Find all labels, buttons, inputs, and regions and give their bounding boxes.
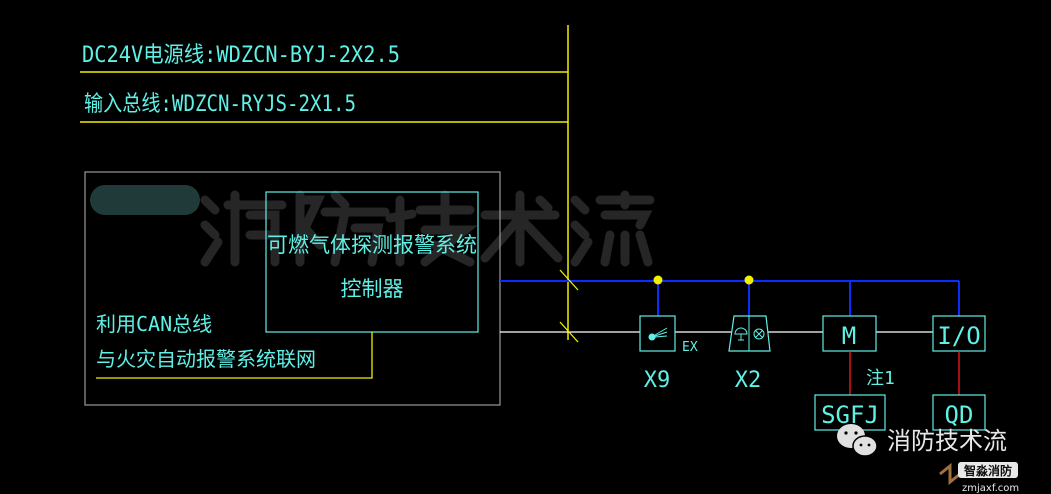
module-note: 注1 xyxy=(866,368,895,389)
module-box[interactable] xyxy=(822,315,877,352)
module-label: M xyxy=(842,322,856,350)
tap-mark xyxy=(559,269,579,291)
alarm-label: X2 xyxy=(735,368,762,393)
system-boundary-box xyxy=(84,171,501,406)
network-note-2: 与火灾自动报警系统联网 xyxy=(96,347,316,371)
tap-mark xyxy=(559,321,579,343)
starter-box[interactable] xyxy=(932,394,986,431)
network-note-1: 利用CAN总线 xyxy=(96,312,212,336)
controller-label-2: 控制器 xyxy=(341,277,404,301)
detector-tag: EX xyxy=(682,340,698,355)
junction-dot xyxy=(653,275,663,285)
site-name-badge xyxy=(958,462,1018,478)
gas-detector-icon[interactable] xyxy=(639,315,676,352)
controller-label-1: 可燃气体探测报警系统 xyxy=(267,233,477,257)
watermark-graphic xyxy=(90,185,655,267)
site-name: 智淼消防 xyxy=(963,463,1012,478)
zhimiao-logo-icon xyxy=(939,462,961,486)
can-bus-line xyxy=(96,332,373,379)
io-label: I/O xyxy=(937,322,980,350)
detector-label: X9 xyxy=(644,368,671,393)
wechat-icon xyxy=(837,424,878,457)
site-url: zmjaxf.com xyxy=(962,483,1019,494)
sound-light-alarm-icon[interactable] xyxy=(728,315,771,352)
starter-label: QD xyxy=(945,401,974,429)
power-cable-label: DC24V电源线:WDZCN-BYJ-2X2.5 xyxy=(82,43,400,68)
wechat-account-name: 消防技术流 xyxy=(887,427,1007,455)
input-bus-label: 输入总线:WDZCN-RYJS-2X1.5 xyxy=(84,92,356,117)
junction-dot xyxy=(744,275,754,285)
